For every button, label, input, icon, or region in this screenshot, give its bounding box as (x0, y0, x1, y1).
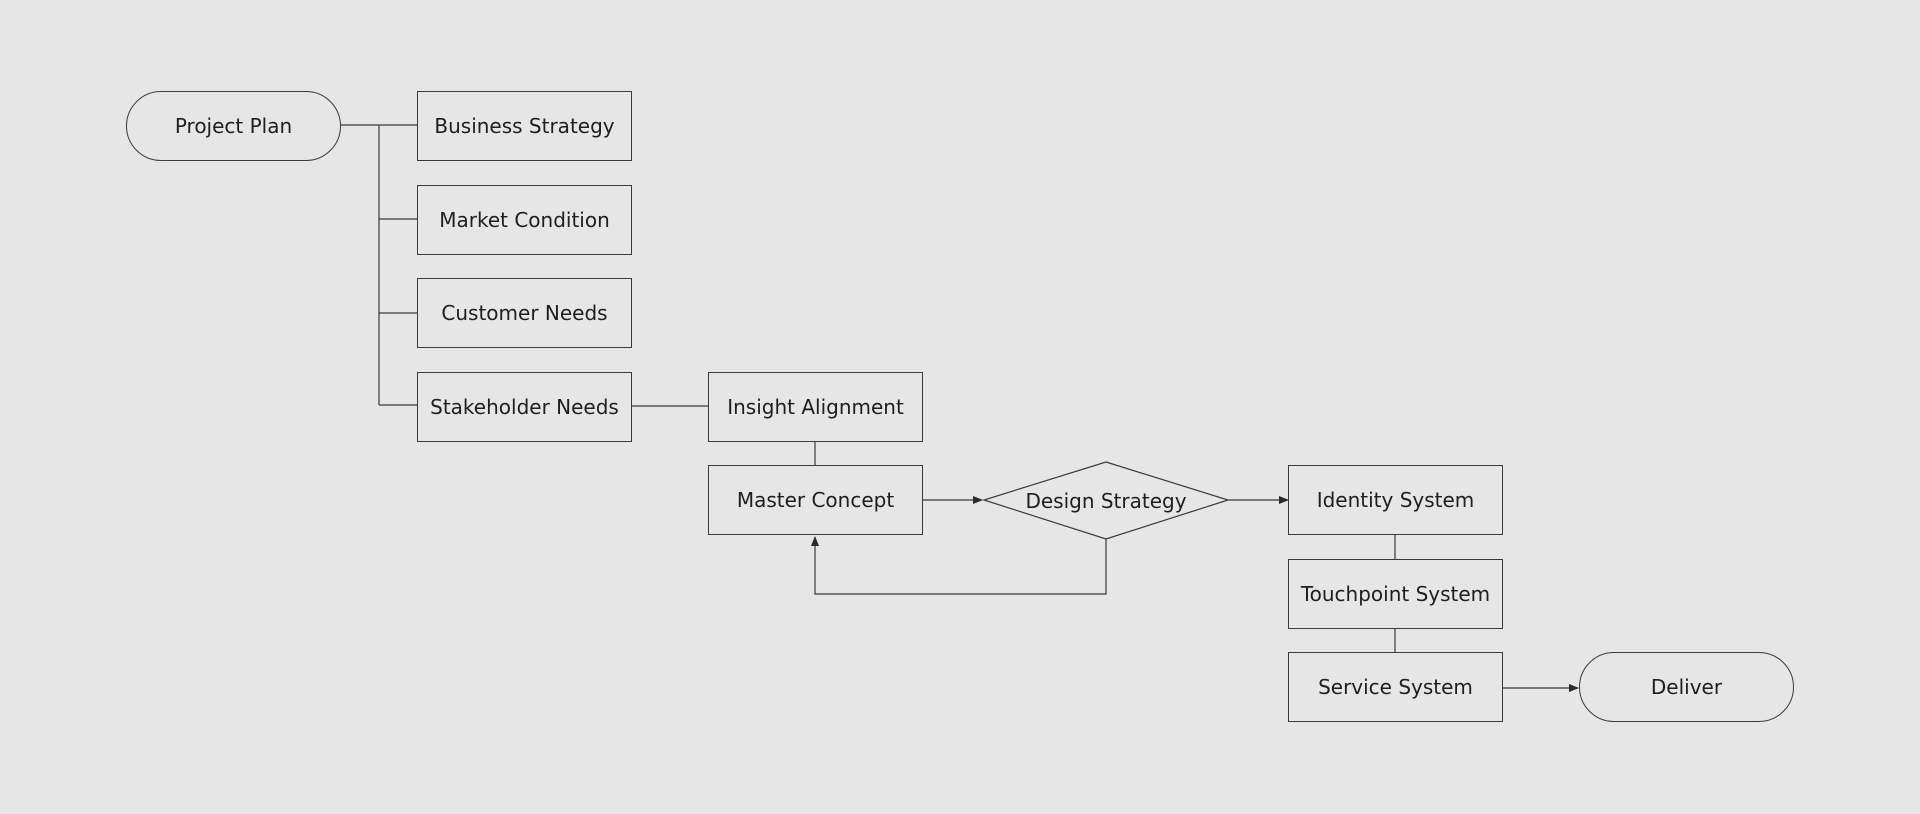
node-design-strategy[interactable]: Design Strategy (984, 462, 1228, 539)
node-deliver-label: Deliver (1650, 675, 1723, 699)
node-project-plan-label: Project Plan (174, 114, 293, 138)
node-identity-system[interactable]: Identity System (1288, 465, 1503, 535)
node-master-concept[interactable]: Master Concept (708, 465, 923, 535)
node-market-condition[interactable]: Market Condition (417, 185, 632, 255)
node-touchpoint-system-label: Touchpoint System (1300, 582, 1491, 606)
node-identity-system-label: Identity System (1316, 488, 1475, 512)
node-design-strategy-label: Design Strategy (1025, 488, 1187, 513)
node-insight-alignment-label: Insight Alignment (727, 395, 904, 419)
edge-design-loop-to-master (811, 536, 1107, 595)
node-customer-needs-label: Customer Needs (441, 301, 608, 325)
node-service-system[interactable]: Service System (1288, 652, 1503, 722)
node-market-condition-label: Market Condition (439, 208, 610, 232)
node-master-concept-label: Master Concept (736, 488, 895, 512)
node-project-plan[interactable]: Project Plan (126, 91, 341, 161)
node-stakeholder-needs-label: Stakeholder Needs (430, 395, 619, 419)
node-deliver[interactable]: Deliver (1579, 652, 1794, 722)
design-strategy-diamond-shape (982, 461, 1230, 540)
node-insight-alignment[interactable]: Insight Alignment (708, 372, 923, 442)
node-business-strategy-label: Business Strategy (434, 114, 615, 138)
node-touchpoint-system[interactable]: Touchpoint System (1288, 559, 1503, 629)
node-service-system-label: Service System (1318, 675, 1473, 699)
node-stakeholder-needs[interactable]: Stakeholder Needs (417, 372, 632, 442)
node-customer-needs[interactable]: Customer Needs (417, 278, 632, 348)
node-business-strategy[interactable]: Business Strategy (417, 91, 632, 161)
